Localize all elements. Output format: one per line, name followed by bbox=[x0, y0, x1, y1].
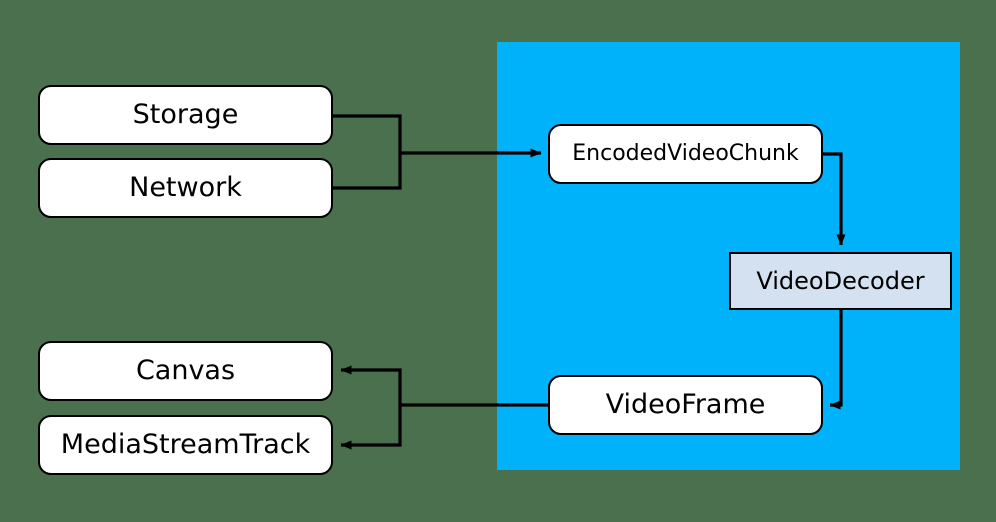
node-storage-label: Storage bbox=[132, 99, 239, 131]
edge-split-to-canvas bbox=[340, 365, 402, 405]
node-videoframe[interactable]: VideoFrame bbox=[548, 375, 823, 435]
node-mediastreamtrack[interactable]: MediaStreamTrack bbox=[38, 415, 333, 475]
node-videodecoder-label: VideoDecoder bbox=[756, 266, 925, 295]
node-canvas[interactable]: Canvas bbox=[38, 341, 333, 401]
edge-network-to-chunk bbox=[333, 153, 402, 190]
node-encodedvideochunk-label: EncodedVideoChunk bbox=[572, 140, 799, 166]
edge-decoder-to-frame bbox=[829, 310, 843, 410]
node-storage[interactable]: Storage bbox=[38, 85, 333, 145]
edge-storage-to-chunk bbox=[333, 114, 402, 153]
node-mediastreamtrack-label: MediaStreamTrack bbox=[60, 429, 311, 461]
node-encodedvideochunk[interactable]: EncodedVideoChunk bbox=[548, 124, 823, 184]
node-videoframe-label: VideoFrame bbox=[605, 389, 766, 421]
edge-split-to-mediastream bbox=[340, 405, 402, 450]
edge-chunk-to-decoder bbox=[823, 152, 846, 246]
node-canvas-label: Canvas bbox=[135, 355, 236, 387]
node-videodecoder[interactable]: VideoDecoder bbox=[729, 252, 952, 310]
node-network-label: Network bbox=[129, 172, 242, 204]
node-network[interactable]: Network bbox=[38, 158, 333, 218]
